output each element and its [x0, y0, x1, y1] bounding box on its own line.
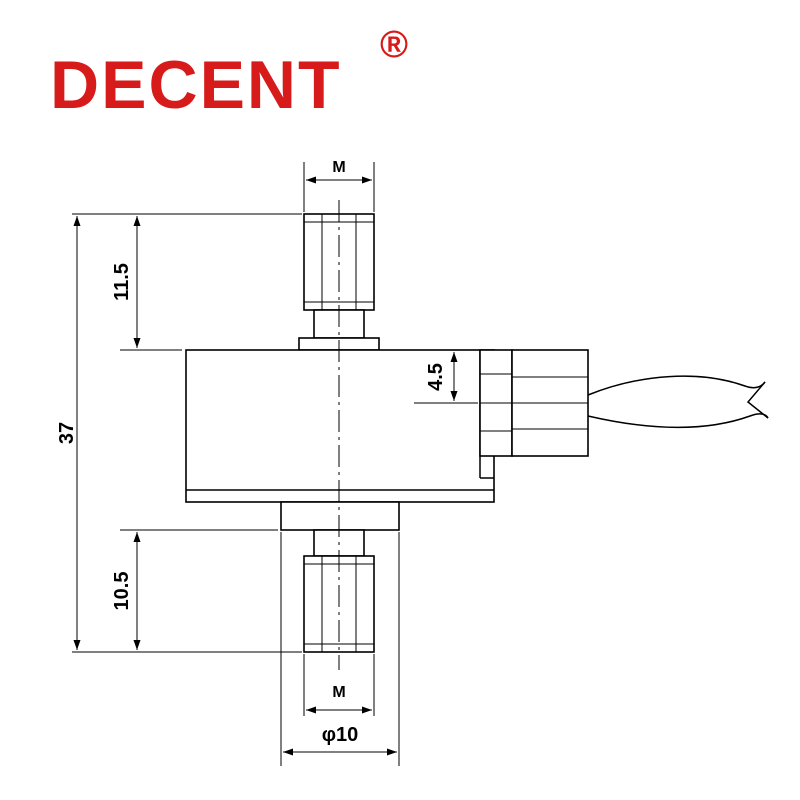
cable-gland [479, 349, 589, 457]
overall-height-label: 37 [56, 422, 78, 444]
bottom-thread-label: M [332, 684, 345, 701]
cable [587, 375, 769, 429]
bottom-threaded-stud [280, 501, 400, 653]
sensor-body [185, 349, 495, 503]
bottom-stud-height-label: 10.5 [111, 572, 133, 611]
bottom-diameter-label: φ10 [322, 724, 359, 746]
dimension-lines [73, 176, 458, 756]
brand-logo: DECENT ® [50, 24, 408, 123]
logo-text: DECENT [50, 47, 342, 123]
top-stud-height-label: 11.5 [111, 263, 133, 301]
cable-gland-offset-label: 4.5 [425, 363, 447, 391]
registered-mark: ® [380, 24, 408, 66]
extension-lines [72, 162, 478, 766]
top-thread-label: M [332, 159, 345, 176]
